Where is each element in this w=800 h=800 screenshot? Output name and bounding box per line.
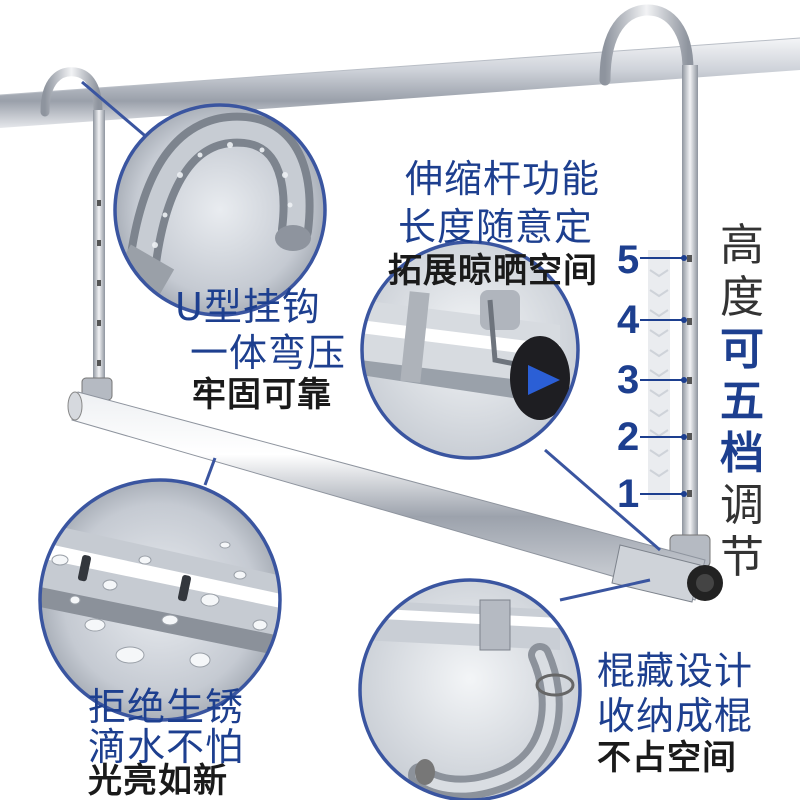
height-adjust-label: 高 度 可 五 档 调 节: [712, 220, 772, 584]
height-char: 度: [720, 272, 764, 323]
height-char: 档: [720, 428, 764, 479]
fold-label-line3: 不占空间: [597, 738, 737, 778]
gear-number-4: 4: [617, 298, 640, 342]
fold-label-line1: 棍藏设计: [597, 649, 754, 693]
gear-number-1: 1: [617, 472, 640, 516]
fold-label-line2: 收纳成棍: [597, 694, 754, 738]
hook-label-line3: 牢固可靠: [192, 375, 332, 415]
telescopic-label-line2: 长度随意定: [398, 205, 594, 249]
gear-number-5: 5: [617, 238, 640, 282]
height-char: 五: [720, 376, 764, 427]
gear-number-2: 2: [617, 415, 640, 459]
rust-label-line3: 光亮如新: [88, 761, 228, 800]
hook-label-line1: U型挂钩: [175, 285, 321, 329]
height-char: 可: [720, 324, 764, 375]
height-char: 调: [720, 480, 764, 531]
telescopic-label-line1: 伸缩杆功能: [405, 157, 601, 201]
hook-label-line2: 一体弯压: [190, 331, 347, 375]
height-char: 节: [720, 532, 764, 583]
rust-label-line2: 滴水不怕: [88, 725, 245, 769]
telescopic-label-line3: 拓展晾晒空间: [388, 251, 598, 291]
height-char: 高: [720, 220, 764, 271]
gear-number-3: 3: [617, 358, 640, 402]
rust-label-line1: 拒绝生锈: [88, 685, 245, 729]
